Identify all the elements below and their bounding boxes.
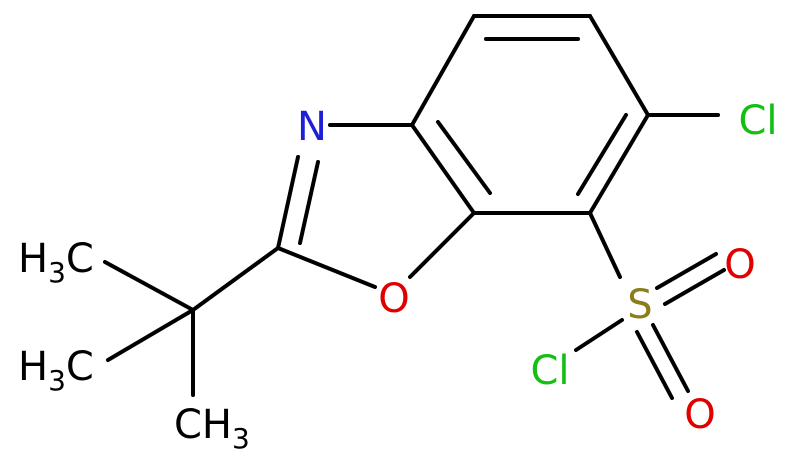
atom-labels: N O Cl S O O Cl H3C H3C CH3	[18, 98, 778, 455]
bond-s-o-bottom-b	[651, 323, 690, 393]
ch3-bottom-label: CH3	[174, 402, 250, 455]
ch3-top-label: H3C	[18, 236, 94, 289]
atom-cl-ring: Cl	[738, 98, 777, 144]
atom-s: S	[627, 282, 652, 328]
ch3-middle-label: H3C	[18, 344, 94, 397]
bond-n-c2	[276, 155, 300, 250]
atom-o-ring: O	[378, 276, 409, 322]
bond-c2-cq	[191, 246, 280, 312]
bond-s-o-top-a	[655, 252, 718, 290]
atom-cl-sulfonyl: Cl	[530, 348, 569, 394]
bond-n-c2-inner	[298, 160, 320, 245]
bond-cq-ch3-top	[103, 260, 195, 312]
bond-cq-ch3-middle	[106, 308, 195, 362]
bond-s-o-top-b	[663, 268, 726, 306]
bond-c3a-c4	[410, 14, 476, 127]
bond-c5-c6	[588, 14, 650, 117]
bond-s-cl	[574, 318, 624, 352]
atom-n: N	[297, 104, 327, 150]
bond-c2-o	[276, 246, 377, 289]
bond-c6-c7	[588, 113, 650, 215]
bond-c7-s	[588, 211, 622, 279]
bond-c7a-c3a-inner	[436, 120, 492, 195]
bonds	[103, 14, 726, 400]
atom-o-bottom: O	[684, 392, 715, 438]
bond-c7a-c3a	[410, 123, 476, 215]
bond-c6-c7-inner	[576, 113, 628, 196]
bond-o-c7a	[408, 211, 476, 279]
bond-s-o-bottom-a	[635, 330, 674, 400]
atom-o-top: O	[724, 242, 755, 288]
